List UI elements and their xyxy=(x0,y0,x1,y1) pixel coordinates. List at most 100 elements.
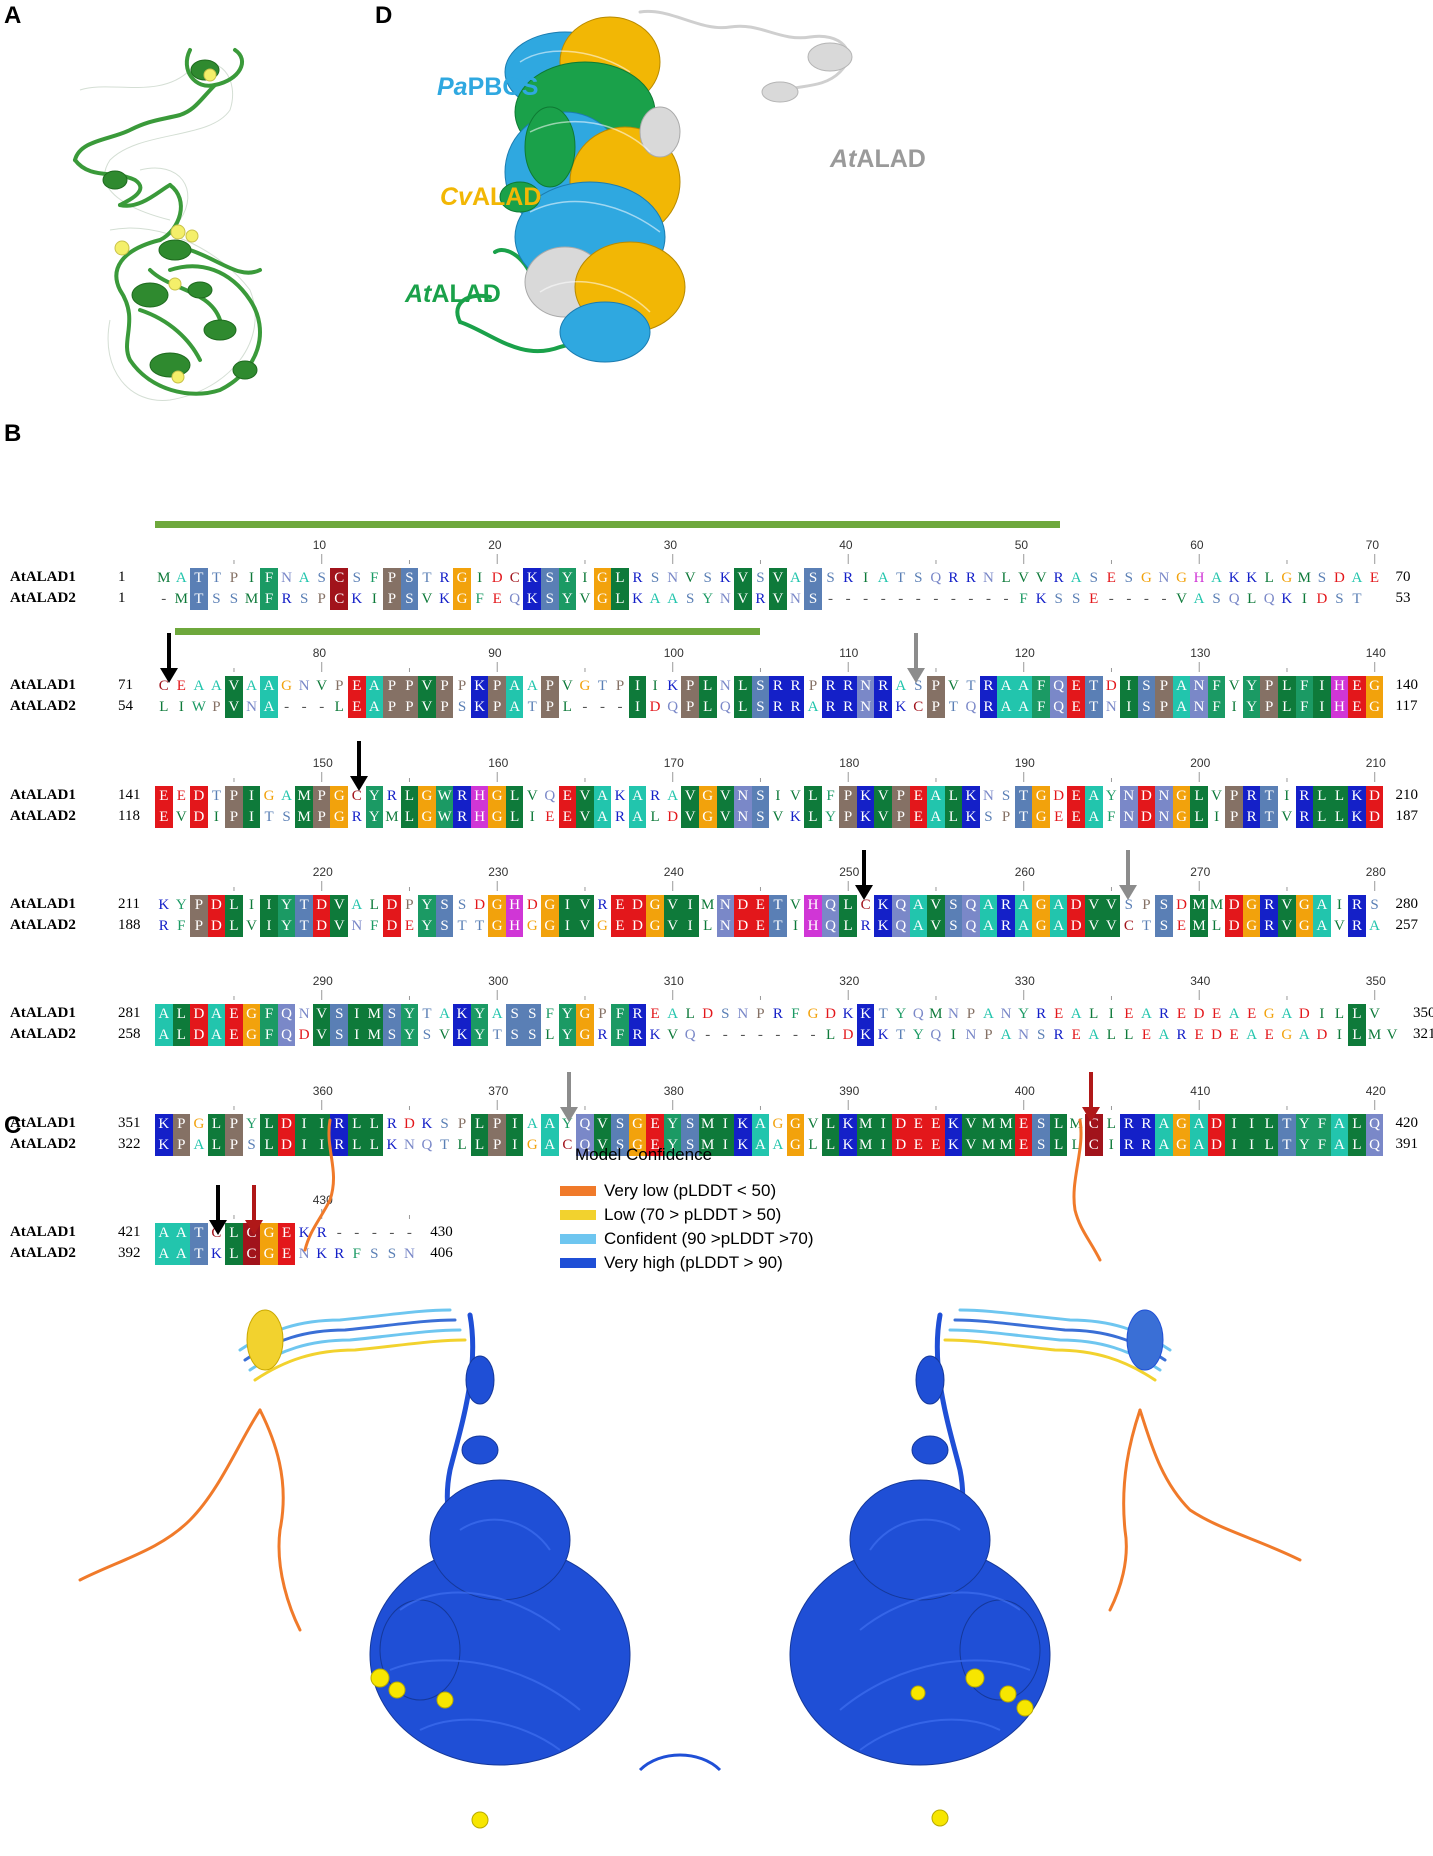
panel-label-b: B xyxy=(4,420,22,447)
residue: A xyxy=(751,1135,770,1156)
residue: F xyxy=(370,918,379,934)
residue: N xyxy=(1190,676,1208,697)
residue: G xyxy=(807,1006,819,1022)
residue: R xyxy=(281,591,292,607)
residue: G xyxy=(418,807,436,828)
residue: L xyxy=(348,1114,366,1135)
label-papbgs-suffix: PBGS xyxy=(467,73,539,101)
residue: M xyxy=(929,1006,943,1022)
residue: G xyxy=(628,1135,647,1156)
legend-swatch xyxy=(560,1234,596,1244)
residue: S xyxy=(804,589,822,610)
residue: - xyxy=(968,591,974,607)
residue: L xyxy=(698,697,717,718)
residue: E xyxy=(1124,1006,1134,1022)
residue: G xyxy=(541,916,559,937)
residue: I xyxy=(681,895,699,916)
residue: L xyxy=(545,1027,555,1043)
residue: A xyxy=(155,1025,173,1046)
residue: I xyxy=(1108,1006,1114,1022)
residue: L xyxy=(365,1135,384,1156)
residue: F xyxy=(611,1025,629,1046)
residue: L xyxy=(470,1135,489,1156)
residue: A xyxy=(526,678,538,694)
residue: A xyxy=(505,676,524,697)
residue: A xyxy=(155,1244,173,1265)
residue: Y xyxy=(175,897,187,913)
residue: L xyxy=(457,1137,467,1153)
residue: K xyxy=(734,1135,752,1156)
residue: E xyxy=(348,676,366,697)
end-number: 391 xyxy=(1395,1136,1419,1152)
residue: I xyxy=(348,1025,366,1046)
residue: N xyxy=(246,699,257,715)
residue: L xyxy=(225,1244,243,1265)
residue: A xyxy=(210,678,222,694)
residue: A xyxy=(927,807,945,828)
residue: S xyxy=(1155,916,1173,937)
end-number: 140 xyxy=(1395,677,1419,693)
residue: E xyxy=(1071,1027,1081,1043)
residue: G xyxy=(418,786,436,807)
residue: L xyxy=(260,1114,278,1135)
residue: I xyxy=(950,1027,956,1043)
residue: P xyxy=(225,807,243,828)
residue: K xyxy=(158,897,170,913)
residue: E xyxy=(277,1223,296,1244)
residue: G xyxy=(541,895,559,916)
residue: P xyxy=(190,895,208,916)
residue: I xyxy=(1225,1114,1243,1135)
residue: S xyxy=(440,1116,449,1132)
residue: R xyxy=(1242,807,1261,828)
ruler-tick-label: 70 xyxy=(1365,538,1380,552)
residue: Y xyxy=(365,786,384,807)
residue: F xyxy=(260,1004,278,1025)
end-number: 430 xyxy=(430,1224,453,1240)
start-number: 258 xyxy=(118,1026,141,1042)
residue: G xyxy=(646,916,664,937)
residue: S xyxy=(751,786,770,807)
ruler-tick-label: 370 xyxy=(488,1084,509,1098)
residue: A xyxy=(983,1006,994,1022)
ruler-tick-label: 310 xyxy=(663,974,684,988)
residue: L xyxy=(821,1135,840,1156)
residue: G xyxy=(1032,786,1050,807)
residue: V xyxy=(593,1135,612,1156)
residue: D xyxy=(842,1027,854,1043)
residue: A xyxy=(260,697,278,718)
residue: R xyxy=(839,676,857,697)
residue: L xyxy=(225,916,243,937)
residue: D xyxy=(383,916,401,937)
end-number: 321 xyxy=(1413,1026,1433,1042)
residue: F xyxy=(1107,809,1116,825)
residue: G xyxy=(1281,1027,1293,1043)
residue: I xyxy=(628,676,647,697)
residue: L xyxy=(369,897,379,913)
residue: N xyxy=(737,1006,749,1022)
residue: Y xyxy=(825,809,836,825)
residue: S xyxy=(435,916,454,937)
residue: R xyxy=(1120,1135,1138,1156)
residue: T xyxy=(1278,1114,1296,1135)
residue: S xyxy=(944,916,963,937)
residue: S xyxy=(1036,1027,1046,1043)
residue: K xyxy=(944,1135,963,1156)
residue: Q xyxy=(277,1025,296,1046)
residue: I xyxy=(775,788,781,804)
ruler-tick-label: 20 xyxy=(488,538,502,552)
residue: S xyxy=(1137,676,1156,697)
legend-swatch xyxy=(560,1258,596,1268)
ruler-tick-label: 220 xyxy=(312,865,333,879)
residue: I xyxy=(477,570,483,586)
residue: I xyxy=(260,895,278,916)
residue: A xyxy=(1000,1027,1012,1043)
residue: L xyxy=(1260,1114,1278,1135)
residue: P xyxy=(383,568,401,589)
residue: I xyxy=(249,897,254,913)
residue: Y xyxy=(1295,1135,1314,1156)
label-papbgs: PaPBGS xyxy=(437,73,538,102)
